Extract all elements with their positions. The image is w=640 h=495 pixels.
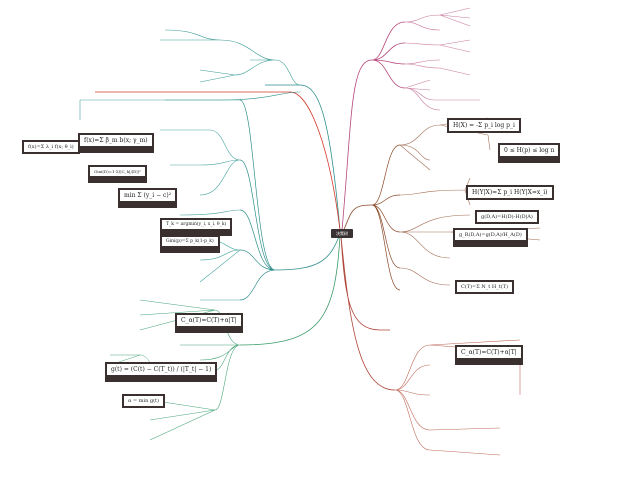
formula-loss-right: C_α(T)=C(T)+α|T| [461,349,517,356]
formula-box-cond-entropy: H(Y|X)=Σ p_i H(Y|X=x_i) [466,185,554,200]
formula-boost-model: f(x)=Σ β_m b(x; γ_m) [84,137,148,144]
formula-dataset: T_k = argmin(y_i, x_i, θ_k) [166,222,227,227]
formula-cond-entropy: H(Y|X)=Σ p_i H(Y|X=x_i) [472,189,548,196]
formula-box-info-gain: g(D,A)=H(D)-H(D|A) [475,210,539,224]
formula-box-entropy-bound: 0 ≤ H(p) ≤ log n [498,143,561,163]
formula-empirical: C(T)=Σ N_t H_t(T) [461,284,508,290]
formula-box-dataset: T_k = argmin(y_i, x_i, θ_k) [160,218,233,236]
central-topic[interactable]: 决策树 [331,229,353,238]
formula-gini: Gini(p)=Σ p_k(1-p_k) [166,239,214,244]
formula-box-gini: Gini(p)=Σ p_k(1-p_k) [160,235,220,253]
formula-box-boost-model: f(x)=Σ β_m b(x; γ_m) [78,133,154,153]
formula-entropy-bound: 0 ≤ H(p) ≤ log n [504,147,555,154]
formula-tree-model: f(x)=Σ λ_i f(x; θ_i) [28,144,74,150]
formula-loss-left: C_α(T)=C(T)+α|T| [181,317,237,324]
formula-box-entropy: H(X) = -Σ p_i log p_i [447,118,521,133]
formula-gini-left: Gini(D)=1-Σ(|C_k|/|D|)² [94,169,141,174]
formula-box-alpha-min: α = min g(t) [122,394,166,408]
formula-box-gain-ratio: g_R(D,A)=g(D,A)/H_A(D) [453,228,528,247]
formula-alpha-min: α = min g(t) [128,398,160,404]
formula-info-gain: g(D,A)=H(D)-H(D|A) [481,214,533,220]
formula-prune-g: g(t) = (C(t) − C(T_t)) / (|T_t| − 1) [111,366,212,373]
formula-box-loss-right: C_α(T)=C(T)+α|T| [455,345,523,365]
formula-box-empirical: C(T)=Σ N_t H_t(T) [455,280,514,294]
formula-cart-sq: min Σ (y_i − c)² [124,192,172,199]
formula-box-cond-entropy-left: min Σ (y_i − c)² [118,188,178,208]
formula-box-tree-model: f(x)=Σ λ_i f(x; θ_i) [22,140,80,154]
formula-entropy: H(X) = -Σ p_i log p_i [453,122,515,129]
formula-gain-ratio: g_R(D,A)=g(D,A)/H_A(D) [459,232,522,238]
formula-box-prune-g: g(t) = (C(t) − C(T_t)) / (|T_t| − 1) [105,362,218,382]
formula-box-loss-left: C_α(T)=C(T)+α|T| [175,313,243,333]
formula-box-gini-left: Gini(D)=1-Σ(|C_k|/|D|)² [88,165,147,183]
